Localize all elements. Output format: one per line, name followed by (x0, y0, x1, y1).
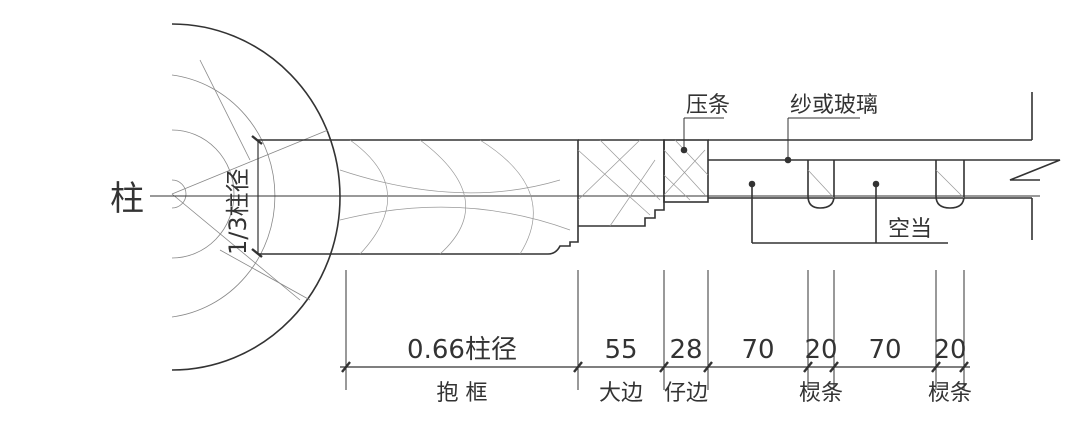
dim-mullion-2: 20 (933, 335, 966, 365)
mullion-1 (807, 160, 835, 209)
break-symbol (1009, 92, 1061, 240)
dim-small-edge: 28 (669, 335, 702, 365)
mullion-2 (935, 160, 965, 209)
third-diameter-label: 1/3柱径 (224, 168, 252, 255)
pressing-strip (663, 139, 709, 203)
column-outline (171, 23, 341, 371)
extension-lines (345, 270, 965, 390)
dim-mullion-1: 20 (804, 335, 837, 365)
dim-big-edge: 55 (604, 335, 637, 365)
part-small-edge: 仔边 (664, 381, 708, 406)
pressing-strip-grain (663, 139, 709, 201)
dim-frame: 0.66柱径 (407, 335, 517, 365)
dim-gap-1: 70 (741, 335, 774, 365)
frame-grain (339, 139, 571, 255)
big-edge-grain (577, 139, 661, 227)
part-mullion-1: 棂条 (799, 381, 843, 406)
part-big-edge: 大边 (599, 381, 643, 406)
part-frame: 抱 框 (437, 381, 488, 406)
big-edge-profile (578, 139, 665, 227)
gap-label: 空当 (888, 217, 932, 242)
dim-gap-2: 70 (868, 335, 901, 365)
pressing-strip-label: 压条 (686, 93, 730, 118)
dimension-ticks (341, 361, 969, 373)
glass-label: 纱或玻璃 (790, 93, 878, 118)
part-mullion-2: 棂条 (928, 381, 972, 406)
frame-profile (258, 139, 579, 255)
column-label: 柱 (110, 179, 144, 219)
